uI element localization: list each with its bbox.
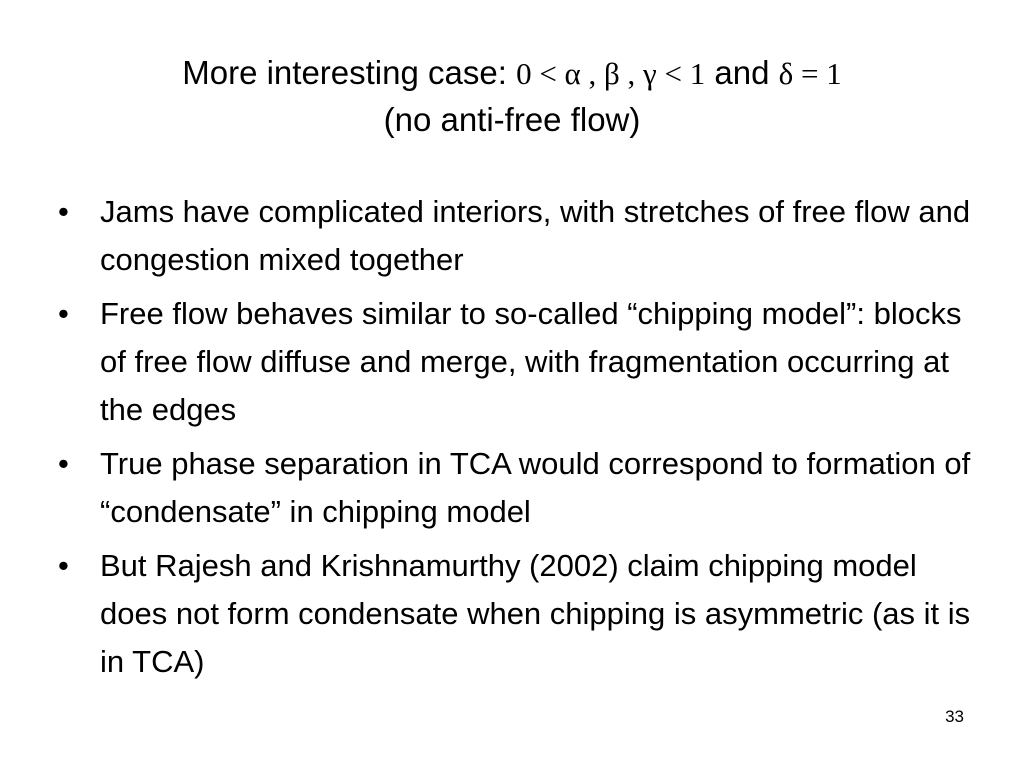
title-math-delta: δ = 1 bbox=[778, 56, 842, 91]
bullet-text: Jams have complicated interiors, with st… bbox=[100, 194, 971, 277]
title-line-1: More interesting case: 0 < α , β , γ < 1… bbox=[0, 50, 1024, 97]
slide-title: More interesting case: 0 < α , β , γ < 1… bbox=[0, 50, 1024, 143]
bullet-text: True phase separation in TCA would corre… bbox=[100, 446, 971, 529]
title-math-condition: 0 < α , β , γ < 1 bbox=[516, 56, 706, 91]
bullet-item: • Free flow behaves similar to so-called… bbox=[58, 290, 978, 434]
title-line-2: (no anti-free flow) bbox=[383, 101, 641, 138]
bullet-item: • But Rajesh and Krishnamurthy (2002) cl… bbox=[58, 542, 978, 686]
title-prefix: More interesting case: bbox=[182, 54, 507, 91]
bullet-icon: • bbox=[58, 194, 69, 229]
bullet-icon: • bbox=[58, 296, 69, 331]
bullet-text: Free flow behaves similar to so-called “… bbox=[100, 296, 962, 427]
bullet-item: • Jams have complicated interiors, with … bbox=[58, 188, 978, 284]
bullet-text: But Rajesh and Krishnamurthy (2002) clai… bbox=[100, 548, 971, 679]
bullet-icon: • bbox=[58, 446, 69, 481]
bullet-icon: • bbox=[58, 548, 69, 583]
bullet-item: • True phase separation in TCA would cor… bbox=[58, 440, 978, 536]
title-conjunction: and bbox=[714, 54, 770, 91]
page-number: 33 bbox=[945, 707, 964, 726]
bullet-list: • Jams have complicated interiors, with … bbox=[58, 188, 978, 692]
